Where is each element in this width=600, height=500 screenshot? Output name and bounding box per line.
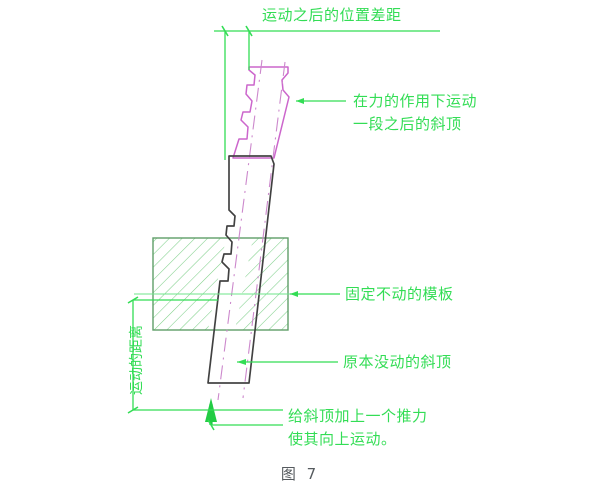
- template-leader: [134, 291, 340, 297]
- original-angle-lifter: [207, 155, 275, 384]
- push-force-tick: [207, 419, 215, 431]
- label-top-dimension: 运动之后的位置差距: [262, 6, 402, 24]
- moved-angle-lifter: [232, 66, 290, 159]
- top-dimension-group: [214, 25, 440, 160]
- template-arrowhead: [290, 291, 298, 297]
- label-push-force-line2: 使其向上运动。: [288, 430, 397, 448]
- label-push-force-line1: 给斜顶加上一个推力: [288, 407, 428, 425]
- push-force-leader: [207, 419, 283, 431]
- original-lifter-outline-inner: [207, 155, 275, 384]
- label-moved-lifter-line1: 在力的作用下运动: [353, 92, 478, 110]
- template-outline: [152, 237, 289, 331]
- original-lifter-leader: [237, 359, 338, 365]
- figure-caption: 图 7: [280, 465, 320, 483]
- label-fixed-template: 固定不动的模板: [345, 285, 454, 303]
- label-original-lifter: 原本没动的斜顶: [343, 353, 452, 371]
- moved-lifter-leader: [296, 98, 346, 104]
- moved-lifter-outline: [232, 66, 290, 159]
- top-dim-tick-left: [221, 25, 229, 37]
- construction-centerlines: [217, 59, 286, 401]
- upward-force-arrow: [205, 398, 217, 425]
- travel-dimension-group: [127, 296, 283, 414]
- label-moved-lifter-line2: 一段之后的斜顶: [353, 115, 462, 133]
- moved-lifter-arrowhead: [296, 98, 304, 104]
- label-travel-distance: 运动的距离: [129, 325, 145, 395]
- original-lifter-arrowhead: [237, 359, 246, 365]
- top-dim-tick-right: [245, 25, 253, 37]
